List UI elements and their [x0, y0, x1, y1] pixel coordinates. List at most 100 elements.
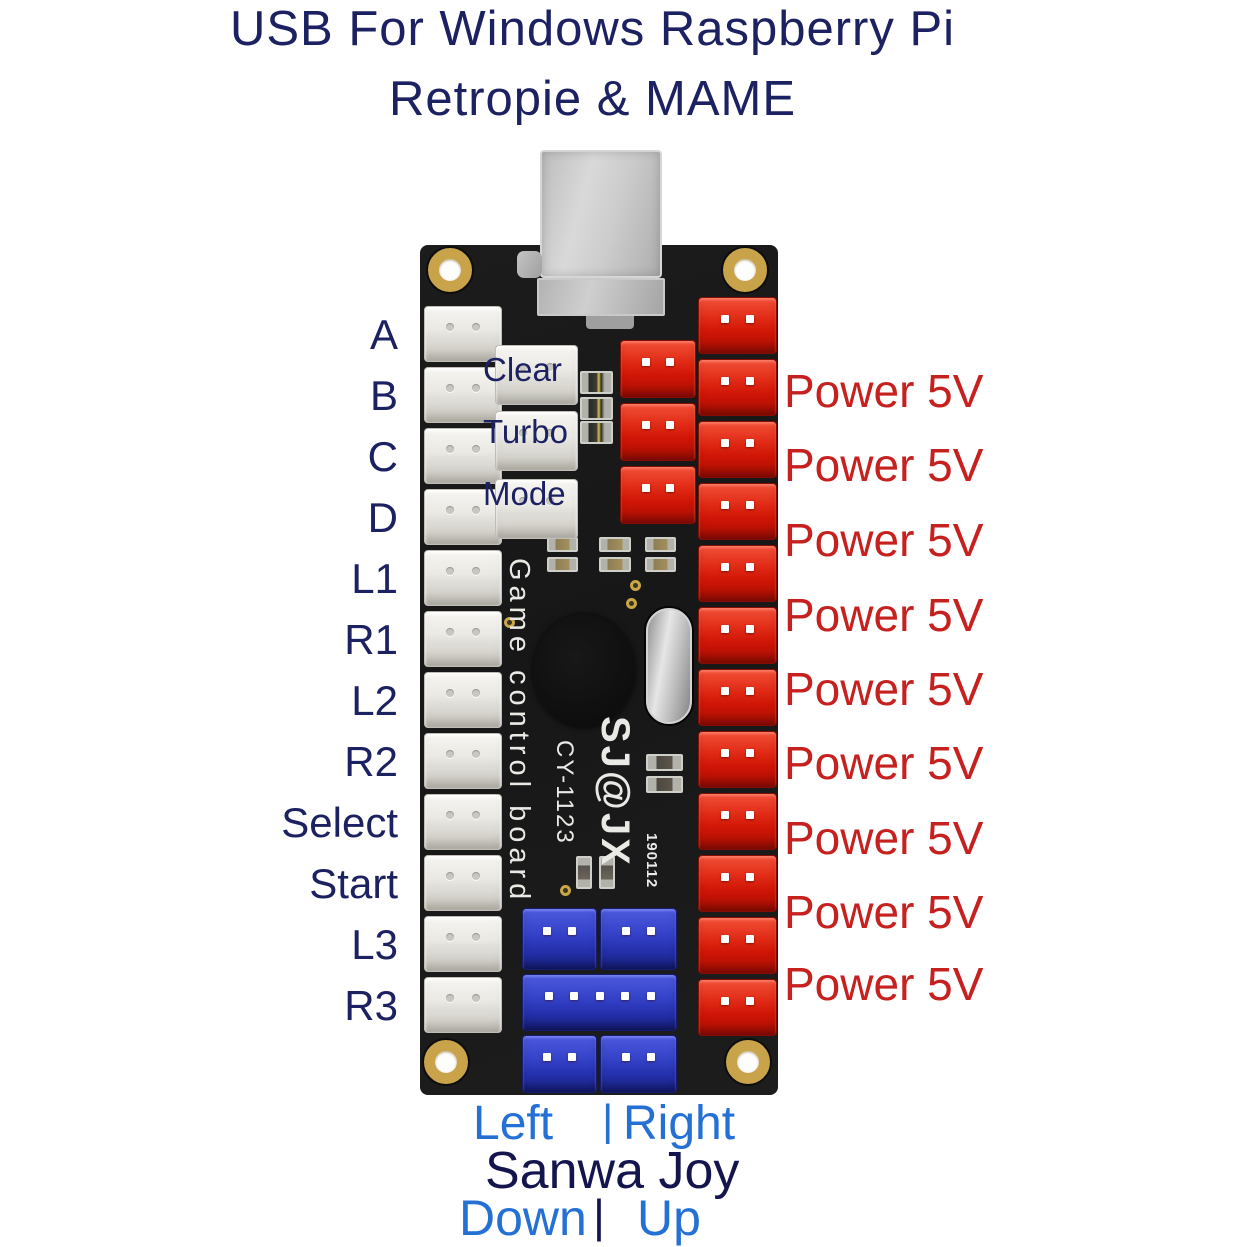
power-label: Power 5V: [784, 812, 984, 864]
connector-pin: [720, 500, 729, 509]
connector-pin: [446, 689, 455, 698]
connector-pin: [446, 933, 455, 942]
product-name-label: Sanwa Joy: [485, 1142, 740, 1200]
connector-pin: [666, 483, 675, 492]
connector-pin: [621, 991, 629, 1000]
joystick-label-down: Down: [459, 1190, 587, 1246]
connector-pin: [746, 996, 755, 1005]
silkscreen-brand: SJ@JX: [593, 716, 637, 868]
connector-pin: [446, 750, 455, 759]
power-connector: [698, 421, 777, 478]
power-connector: [698, 359, 777, 416]
button-label-d: D: [367, 494, 398, 541]
power-connector: [620, 340, 696, 398]
joystick-connector: [522, 1035, 597, 1093]
button-label-r2: R2: [344, 738, 398, 785]
gold-via: [560, 885, 571, 896]
mounting-hole-top-right: [723, 248, 767, 292]
power-connector: [698, 669, 777, 726]
connector-pin: [471, 750, 480, 759]
smd-led: [580, 397, 613, 420]
connector-pin: [720, 376, 729, 385]
button-connector: [424, 855, 502, 911]
mode-connector: [495, 479, 578, 539]
power-connector: [698, 607, 777, 664]
connector-pin: [544, 991, 553, 1000]
power-connector: [620, 403, 696, 461]
power-connector: [698, 545, 777, 602]
smd-led: [580, 421, 613, 444]
connector-pin: [720, 438, 729, 447]
button-connector: [424, 428, 502, 484]
mode-label-clear: Clear: [483, 351, 562, 388]
power-label: Power 5V: [784, 737, 984, 789]
connector-pin: [746, 810, 755, 819]
connector-pin: [746, 748, 755, 757]
usb-connector-flange: [537, 278, 665, 316]
mode-label-mode: Mode: [483, 475, 566, 512]
button-connector: [424, 550, 502, 606]
usb-connector: [540, 150, 662, 278]
power-connector: [698, 917, 777, 974]
connector-pin: [641, 357, 650, 366]
connector-pin: [446, 872, 455, 881]
button-label-b: B: [369, 372, 398, 419]
connector-pin: [446, 567, 455, 576]
connector-pin: [446, 994, 455, 1003]
connector-pin: [446, 628, 455, 637]
joystick-connector: [522, 908, 597, 970]
connector-pin: [720, 748, 729, 757]
power-label: Power 5V: [784, 514, 984, 566]
connector-pin: [746, 376, 755, 385]
epoxy-chip-blob: [533, 614, 635, 728]
power-connector: [698, 731, 777, 788]
connector-pin: [641, 420, 650, 429]
joystick-label-separator-1: |: [602, 1096, 614, 1145]
button-connector: [424, 611, 502, 667]
connector-pin: [519, 497, 527, 506]
connector-pin: [446, 445, 455, 454]
connector-pin: [666, 357, 675, 366]
power-connector: [698, 297, 777, 354]
connector-pin: [746, 934, 755, 943]
connector-pin: [471, 384, 480, 393]
connector-pin: [595, 991, 604, 1000]
smd-resistor: [599, 537, 631, 552]
connector-pin: [546, 363, 554, 372]
smd-resistor: [599, 557, 631, 572]
title: USB For Windows Raspberry Pi: [0, 0, 1185, 58]
connector-pin: [746, 872, 755, 881]
connector-pin: [622, 927, 630, 935]
button-connector: [424, 367, 502, 423]
button-label-start: Start: [309, 860, 398, 907]
gold-via: [504, 617, 515, 628]
smd-capacitor: [646, 776, 683, 793]
crystal-oscillator: [646, 608, 692, 724]
title-line-2: Retropie & MAME: [388, 72, 797, 126]
connector-pin: [720, 810, 729, 819]
gold-via: [630, 580, 641, 591]
button-label-r3: R3: [344, 982, 398, 1029]
connector-pin: [471, 689, 480, 698]
connector-pin: [746, 438, 755, 447]
power-connector: [698, 483, 777, 540]
button-connector: [424, 672, 502, 728]
button-label-l3: L3: [351, 921, 398, 968]
power-label: Power 5V: [784, 958, 984, 1010]
smd-resistor: [645, 557, 676, 572]
smd-led: [580, 371, 613, 394]
joystick-label-left: Left: [473, 1097, 554, 1150]
power-label: Power 5V: [784, 886, 984, 938]
joystick-label-separator-2: |: [593, 1190, 605, 1242]
connector-pin: [567, 927, 576, 935]
connector-pin: [641, 483, 650, 492]
connector-pin: [543, 927, 552, 935]
connector-pin: [647, 1052, 655, 1061]
connector-pin: [546, 497, 554, 506]
mode-connector: [495, 411, 578, 471]
connector-pin: [471, 506, 480, 515]
connector-pin: [543, 1052, 552, 1061]
connector-pin: [647, 927, 655, 935]
connector-pin: [471, 811, 480, 820]
connector-pin: [746, 314, 755, 323]
